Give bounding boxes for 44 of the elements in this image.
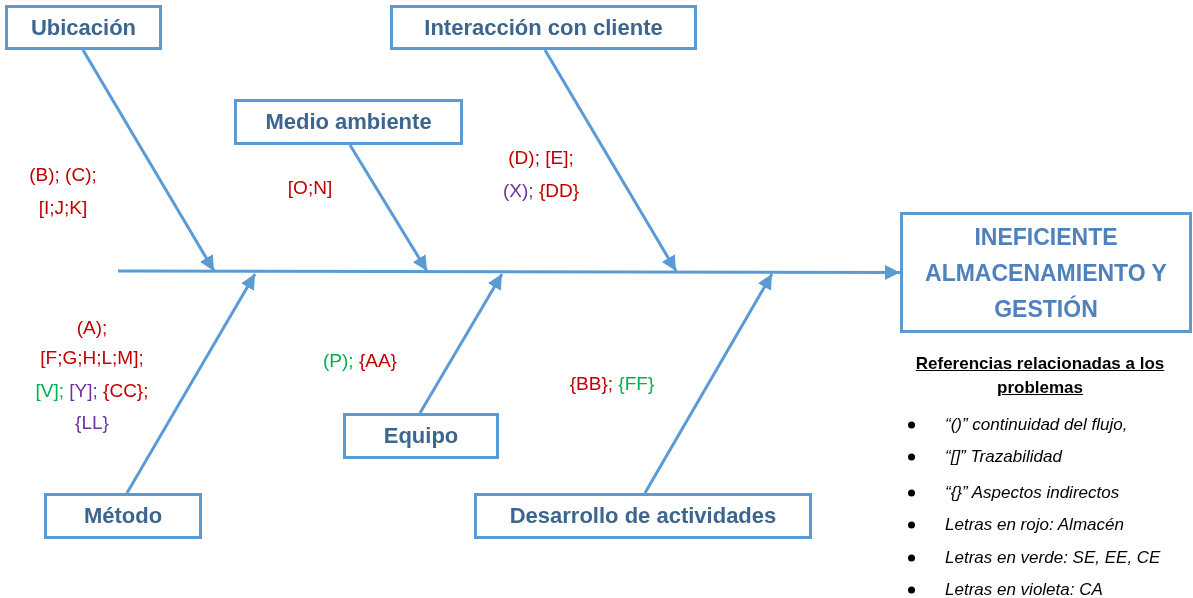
category-box xyxy=(234,99,463,145)
category-box xyxy=(390,5,697,50)
reference-code: (A); xyxy=(76,317,108,338)
reference-code: [V]; xyxy=(35,380,64,401)
reference-code: [I;J;K] xyxy=(38,197,88,218)
arrow xyxy=(81,49,216,272)
legend-item: “()” continuidad del flujo, xyxy=(945,415,1128,435)
category-box xyxy=(5,5,162,50)
reference-code: {AA} xyxy=(358,350,397,371)
reference-code: [O;N] xyxy=(287,177,333,198)
legend-item: Letras en verde: SE, EE, CE xyxy=(945,548,1161,568)
category-title: Desarrollo de actividades xyxy=(509,503,777,529)
legend-item: “[]” Trazabilidad xyxy=(945,447,1062,467)
reference-code: (D); [E]; xyxy=(508,147,574,168)
reference-code: {DD} xyxy=(538,180,579,201)
effect-title: INEFICIENTE ALMACENAMIENTO Y GESTIÓN xyxy=(924,222,1168,324)
reference-code: [Y]; xyxy=(69,380,98,401)
reference-code: (P); xyxy=(323,350,354,371)
category-box xyxy=(474,493,812,539)
category-box xyxy=(44,493,202,539)
legend-heading: Referencias relacionadas a los problemas xyxy=(915,353,1165,399)
arrow xyxy=(125,273,257,494)
arrow xyxy=(643,273,774,494)
reference-code: (X); xyxy=(503,180,534,201)
category-title: Ubicación xyxy=(30,14,137,41)
arrow xyxy=(543,49,678,272)
reference-code: [F;G;H;L;M]; xyxy=(40,347,144,368)
category-title: Medio ambiente xyxy=(265,109,432,135)
reference-code: (B); (C); xyxy=(29,164,97,185)
reference-code: {FF} xyxy=(618,373,655,394)
reference-code: {LL} xyxy=(75,412,109,433)
legend-item: Letras en rojo: Almacén xyxy=(945,515,1124,535)
reference-code: {BB}; xyxy=(569,373,614,394)
reference-code: {CC}; xyxy=(103,380,149,401)
effect-box xyxy=(900,212,1192,333)
category-title: Equipo xyxy=(383,423,459,449)
legend-item: Letras en violeta: CA xyxy=(945,580,1103,598)
spine-arrow xyxy=(118,264,900,280)
legend-item: “{}” Aspectos indirectos xyxy=(945,483,1120,503)
category-box xyxy=(343,413,499,459)
arrow xyxy=(348,144,429,272)
arrow xyxy=(418,273,504,414)
category-title: Interacción con cliente xyxy=(424,14,663,41)
category-title: Método xyxy=(83,503,163,529)
